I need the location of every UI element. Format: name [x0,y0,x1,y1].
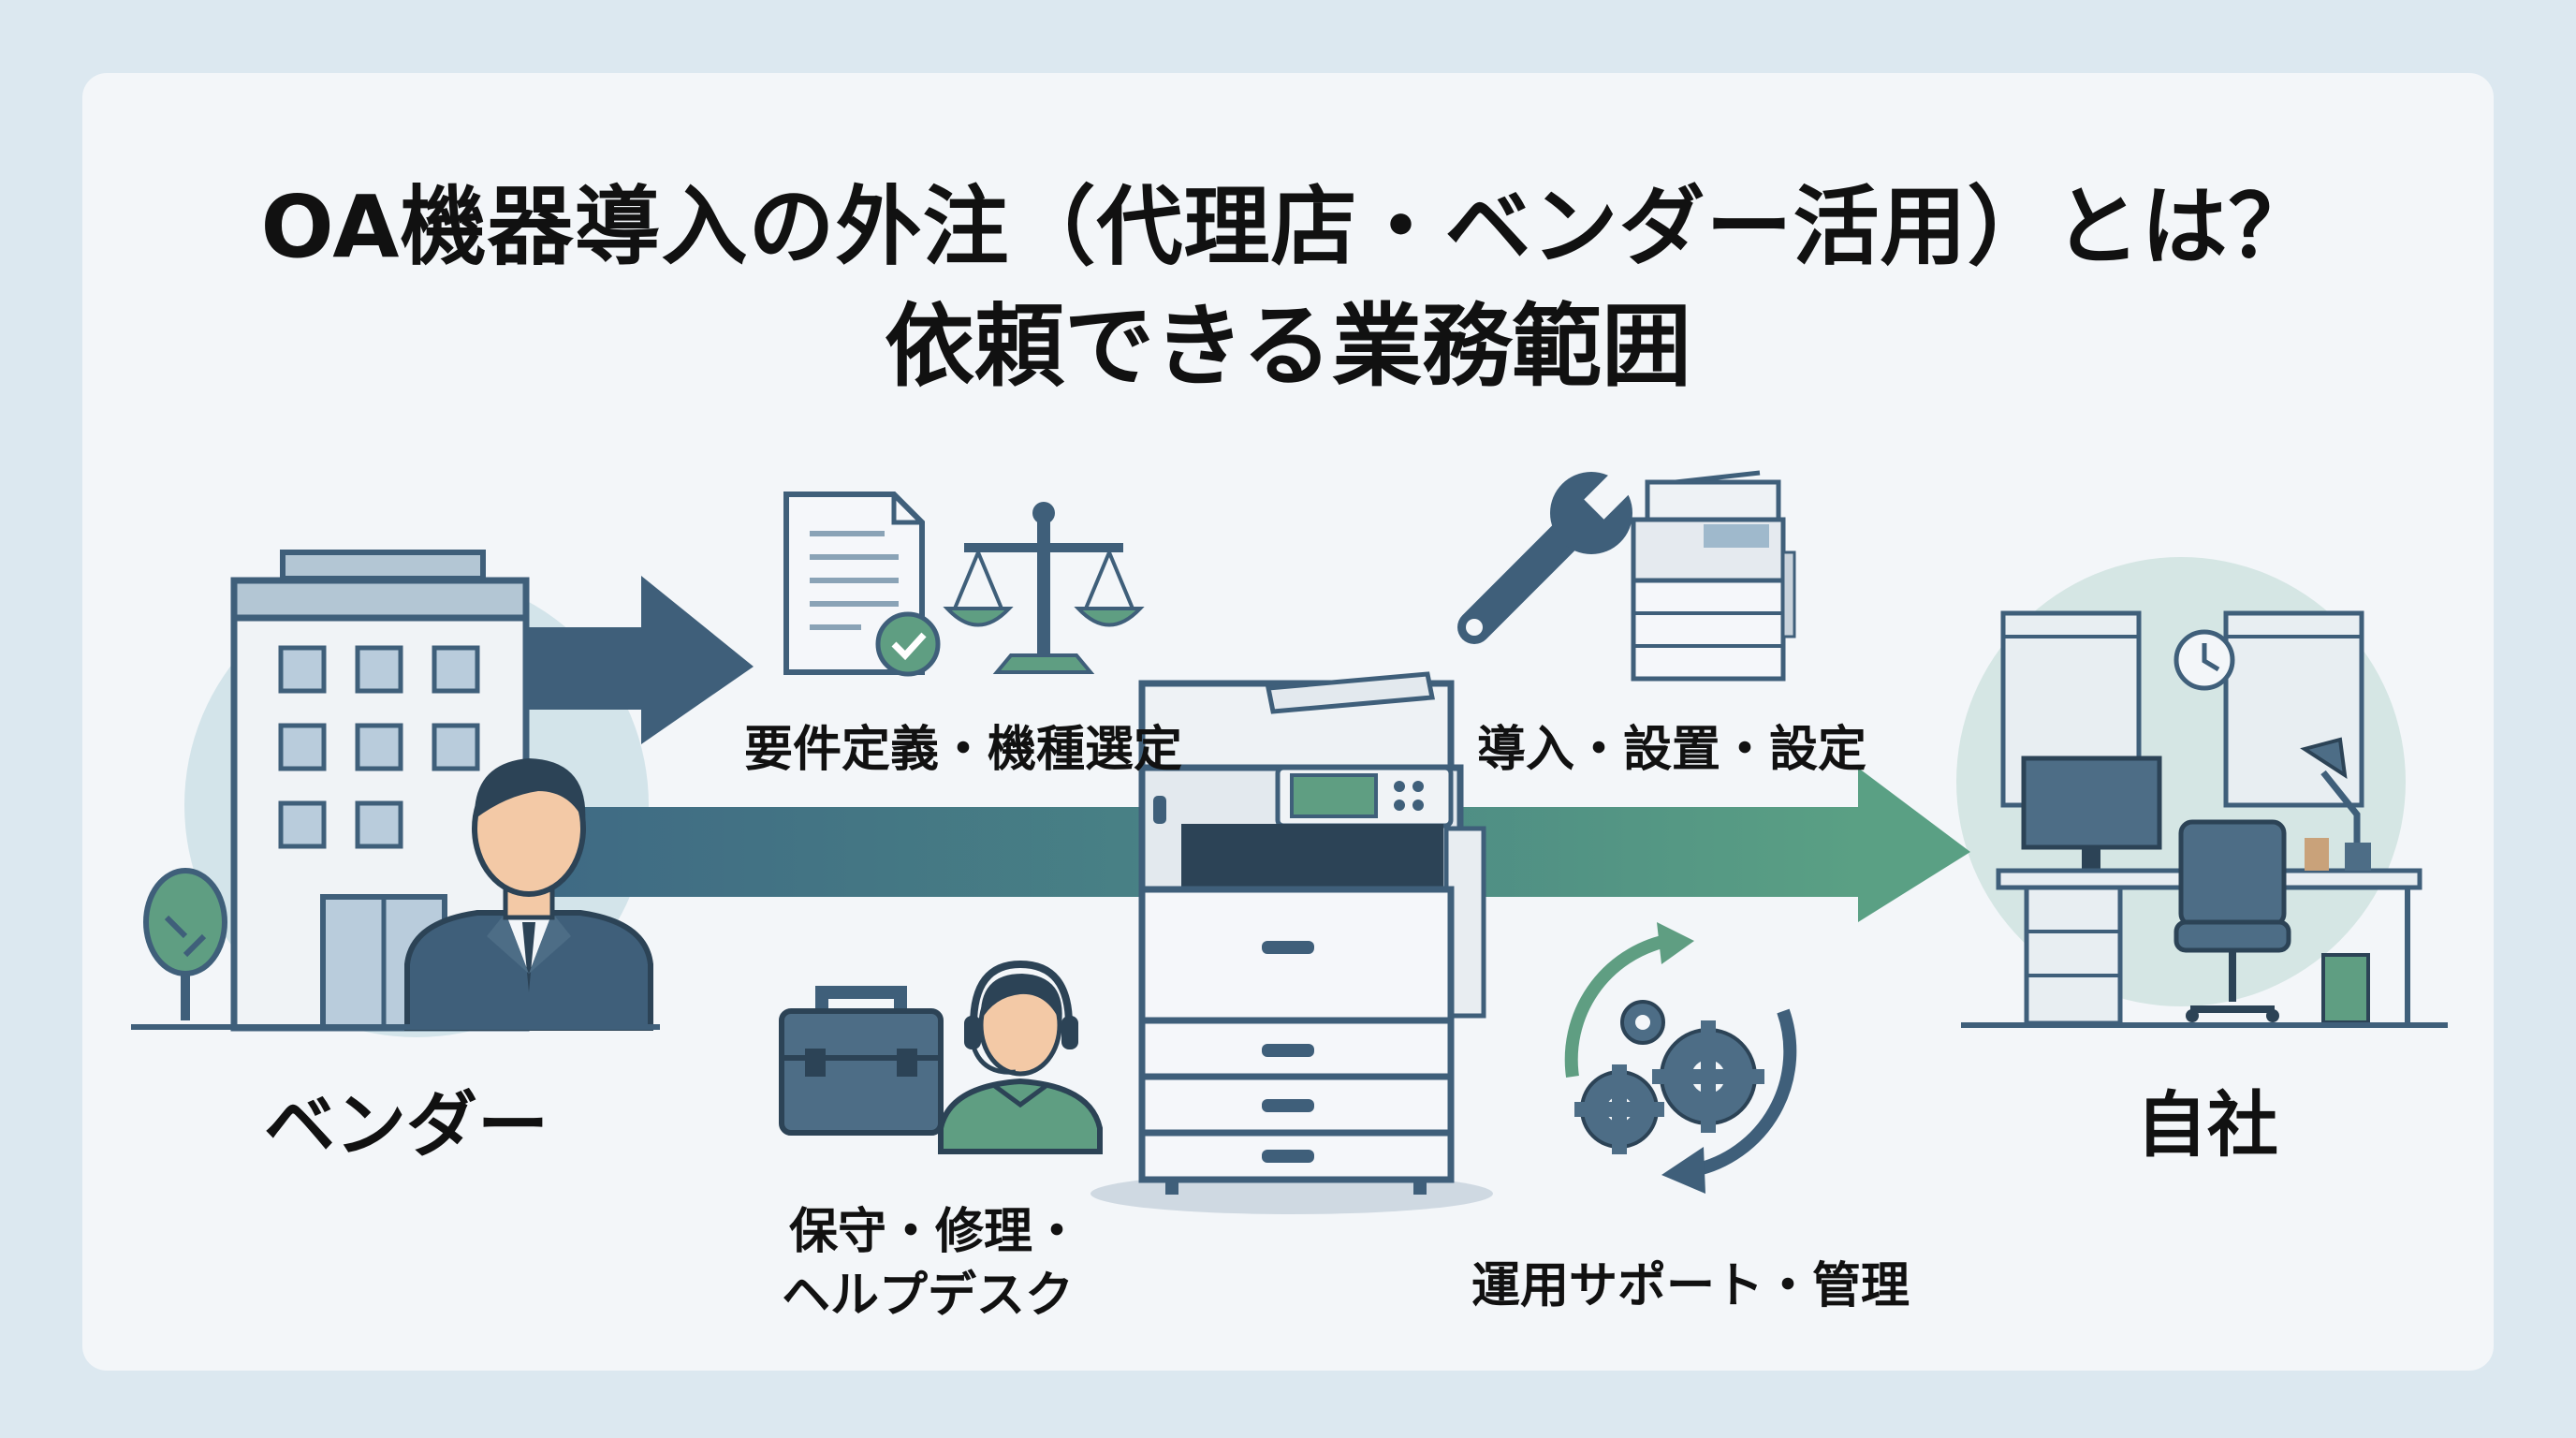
scale-icon [943,502,1145,674]
gears-cycle-icon [1564,922,1797,1194]
service-label-requirements: 要件定義・機種選定 [744,722,1183,778]
service-label-installation: 導入・設置・設定 [1477,722,1867,778]
office-scene-icon [1996,610,2422,1026]
company-label: 自社 [2136,1083,2278,1167]
service-label-operation: 運用サポート・管理 [1471,1258,1910,1314]
wrench-icon [1457,472,1632,644]
document-check-icon [783,492,941,677]
vendor-label: ベンダー [264,1083,549,1167]
tree-icon [143,868,227,1020]
central-copier-icon [1090,671,1493,1214]
vendor-person-icon [404,758,653,1031]
title-line-1: OA機器導入の外注（代理店・ベンダー活用）とは？ [260,177,2316,277]
copier-icon [1631,470,1796,682]
title-line-2: 依頼できる業務範囲 [884,294,1692,399]
service-label-maintenance-line-1: 保守・修理・ [789,1204,1082,1260]
toolbox-icon [779,986,944,1136]
service-label-maintenance-line-2: ヘルプデスク [782,1268,1075,1324]
headset-operator-icon [938,960,1103,1154]
